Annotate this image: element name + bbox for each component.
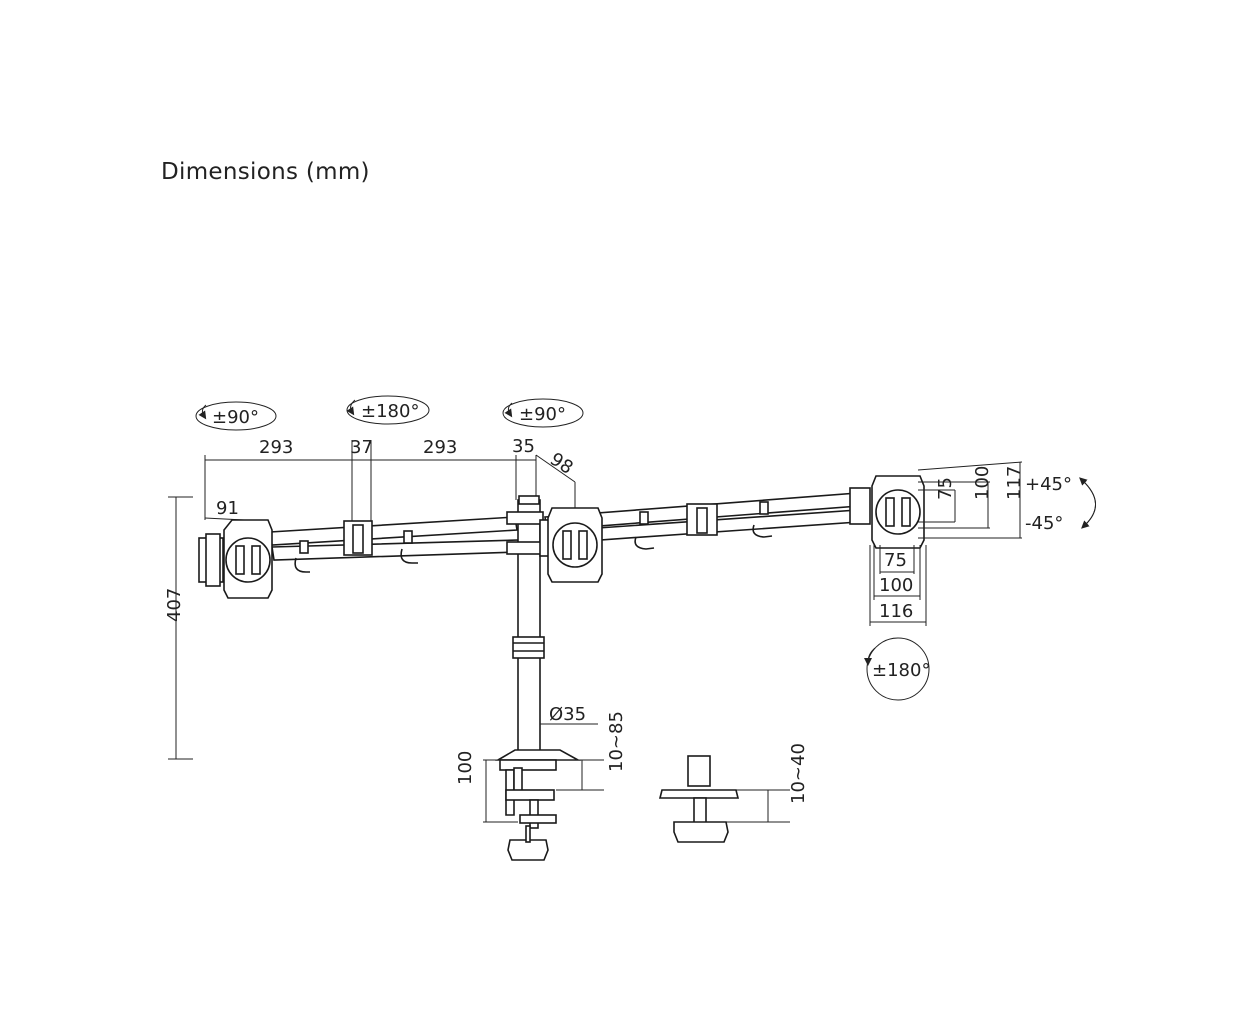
- dim-pole-offset: 35: [512, 436, 535, 457]
- dim-joint-width: 37: [350, 437, 373, 458]
- dim-head-depth: 98: [546, 449, 577, 479]
- top-dimension-line: 293 37 293 35 98 91: [204, 436, 577, 525]
- svg-text:±90°: ±90°: [212, 407, 259, 428]
- height-dimension: 407: [164, 496, 193, 760]
- dim-height: 407: [164, 588, 185, 622]
- dim-arm1: 293: [259, 437, 293, 458]
- svg-text:±90°: ±90°: [519, 404, 566, 425]
- svg-text:±180°: ±180°: [872, 660, 930, 681]
- tilt-indicator: +45° -45°: [1025, 474, 1096, 534]
- rotation-badge-right-bottom: ±180°: [864, 637, 930, 701]
- dim-head-offset: 91: [216, 498, 239, 519]
- dim-vesa-w-100: 100: [879, 575, 913, 596]
- dim-plate-w: 116: [879, 601, 913, 622]
- left-arm: [269, 516, 521, 573]
- pole: Ø35: [506, 495, 598, 753]
- dim-arm2: 293: [423, 437, 457, 458]
- dim-grommet-range: 10~40: [788, 743, 809, 804]
- dim-clamp-range: 10~85: [606, 711, 627, 772]
- tilt-up: +45°: [1025, 474, 1072, 495]
- vesa-plate-right: [849, 475, 925, 549]
- desk-clamp: 100 10~85: [455, 711, 627, 861]
- dim-vesa-h-100: 100: [972, 466, 993, 500]
- rotation-badge-joint: ±180°: [346, 395, 430, 425]
- dim-plate-h: 117: [1004, 466, 1025, 500]
- svg-text:±180°: ±180°: [361, 401, 419, 422]
- dim-vesa-h-75: 75: [935, 477, 956, 500]
- vesa-plate-left: [198, 519, 273, 599]
- grommet-mount: 10~40: [658, 743, 809, 843]
- dim-vesa-w-75: 75: [884, 550, 907, 571]
- vesa-plate-center: [539, 507, 603, 583]
- dim-pole-diameter: Ø35: [549, 704, 586, 725]
- vesa-dimensions-right: 75 100 117 75 100 116: [869, 461, 1025, 626]
- rotation-badge-left: ±90°: [195, 401, 277, 431]
- rotation-badge-center: ±90°: [502, 398, 584, 428]
- tilt-down: -45°: [1025, 513, 1063, 534]
- page-title: Dimensions (mm): [161, 159, 370, 185]
- dim-clamp-height: 100: [455, 751, 476, 785]
